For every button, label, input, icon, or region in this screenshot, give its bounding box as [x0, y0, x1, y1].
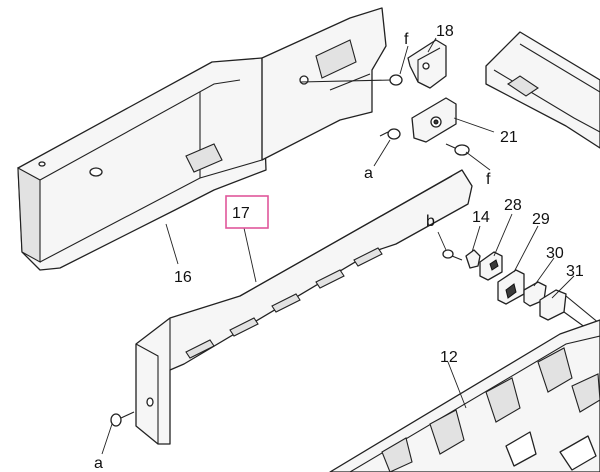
top-right-rail: [485, 31, 600, 149]
callout-29: 29: [532, 211, 550, 228]
part-16-rear-cover: [17, 7, 387, 271]
part-28-sensor: [479, 251, 503, 281]
callout-28: 28: [504, 197, 522, 214]
screw-a-bottom: [110, 411, 135, 427]
callout-14: 14: [472, 209, 490, 226]
callout-a-bottom: a: [94, 455, 103, 472]
part-31-bracket: [539, 289, 600, 339]
callout-17: 17: [232, 205, 250, 222]
callout-b: b: [426, 213, 435, 230]
part-14-clip: [465, 249, 481, 269]
screw-f-bottom: [445, 143, 470, 156]
part-21-plate: [411, 97, 457, 143]
callout-a-top: a: [364, 165, 373, 182]
callout-12: 12: [440, 349, 458, 366]
part-17-front-cover: [135, 169, 473, 445]
screw-a-top: [379, 128, 401, 140]
callout-30: 30: [546, 245, 564, 262]
callout-16: 16: [174, 269, 192, 286]
callout-31: 31: [566, 263, 584, 280]
part-29-sensor: [497, 269, 525, 305]
part-18-bracket: [407, 39, 447, 89]
callout-f-top: f: [404, 31, 409, 48]
leader-lines: [101, 37, 575, 455]
screw-b: [442, 249, 463, 261]
callout-f-bottom: f: [486, 171, 491, 188]
part-12-lower-frame: [329, 319, 600, 472]
callout-18: 18: [436, 23, 454, 40]
screw-f-top: [299, 74, 403, 86]
callout-17-highlight-box: [225, 195, 269, 229]
callout-21: 21: [500, 129, 518, 146]
